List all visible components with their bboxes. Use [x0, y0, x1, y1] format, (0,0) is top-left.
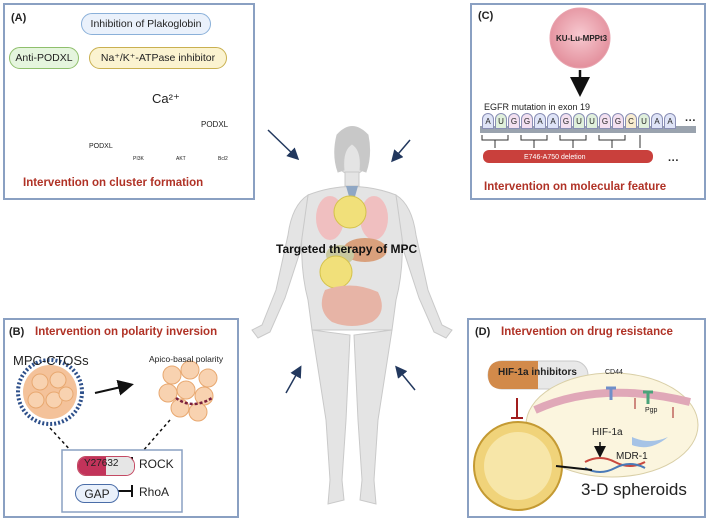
arrow-from-a — [267, 129, 300, 161]
nucleotide: G — [560, 113, 572, 129]
nucleotide: A — [664, 113, 676, 129]
nucleotide: G — [521, 113, 533, 129]
inhibitor-label: Y27632 — [84, 458, 119, 469]
panel-c-title: Intervention on molecular feature — [484, 181, 667, 193]
nucleotide: A — [482, 113, 494, 129]
ctos-label: MPC-CTOSs — [13, 353, 89, 368]
rock-label: ROCK — [139, 457, 174, 471]
deletion-brackets — [481, 135, 641, 148]
deletion-label: E746-A750 deletion — [524, 154, 586, 161]
ctos-sphere-graphic — [16, 358, 84, 426]
panel-d-title: Intervention on drug resistance — [501, 326, 673, 338]
hif-label: HIF-1a — [592, 427, 623, 438]
pathway-akt: AKT — [176, 156, 186, 162]
cd44-label: CD44 — [605, 369, 623, 376]
deletion-bar — [483, 150, 653, 163]
nucleotide: C — [625, 113, 637, 129]
panel-c: (C) KU-Lu-MPPt3 EGFR mutation in exon 19… — [470, 3, 706, 200]
ellipsis-bottom: ··· — [668, 155, 679, 167]
ku-lu-cell-graphic — [549, 7, 611, 69]
panel-b: (B) Intervention on polarity inversion M… — [3, 318, 239, 518]
center-title: Targeted therapy of MPC — [276, 242, 418, 256]
nucleotide: G — [612, 113, 624, 129]
panel-a-title: Intervention on cluster formation — [23, 177, 204, 189]
polarity-label: Apico-basal polarity — [149, 354, 224, 364]
pathway-pi3k: PI3K — [133, 156, 144, 162]
panel-b-label: (B) — [9, 326, 25, 338]
panel-c-label: (C) — [478, 10, 494, 22]
nucleotide: G — [508, 113, 520, 129]
panel-d-label: (D) — [475, 326, 491, 338]
pill-anti-podxl: Anti-PODXL — [9, 47, 79, 69]
nucleotide: A — [534, 113, 546, 129]
pathway-bcl2: Bcl2 — [218, 156, 228, 162]
nucleotide: U — [573, 113, 585, 129]
gap-pill: GAP — [75, 484, 119, 503]
panel-a-label: (A) — [11, 12, 27, 24]
rhoa-label: RhoA — [139, 485, 170, 499]
spheroids-label: 3-D spheroids — [581, 480, 687, 499]
nucleotide-sequence: A U G G A A G U U G G C U A A — [482, 113, 676, 129]
nucleotide: G — [599, 113, 611, 129]
panel-a: (A) Inhibition of Plakoglobin Anti-PODXL… — [3, 3, 255, 200]
pgp-label: Pgp — [645, 407, 658, 414]
panel-d: (D) Intervention on drug resistance HIF-… — [467, 318, 706, 518]
calcium-label: Ca²⁺ — [152, 91, 180, 106]
nucleotide: U — [638, 113, 650, 129]
dna-strand-bar — [480, 126, 696, 133]
panel-b-title: Intervention on polarity inversion — [35, 326, 218, 338]
arrow-from-c — [391, 139, 411, 163]
cell-line-label: KU-Lu-MPPt3 — [556, 34, 608, 43]
nucleotide: U — [495, 113, 507, 129]
hif-inhibitor-label: HIF-1a inhibitors — [498, 367, 577, 378]
nucleotide: U — [586, 113, 598, 129]
arrow-from-d — [395, 365, 416, 391]
podxl-label-right: PODXL — [201, 120, 229, 129]
mutation-label: EGFR mutation in exon 19 — [484, 102, 591, 112]
body-organs — [316, 186, 388, 326]
nucleotide: A — [651, 113, 663, 129]
polarity-cluster-graphic — [158, 360, 218, 422]
inhibitor-pill — [77, 456, 135, 476]
mdr-label: MDR-1 — [616, 451, 648, 462]
arrow-from-b — [285, 365, 302, 394]
podxl-label-left: PODXL — [89, 143, 113, 150]
nucleotide: A — [547, 113, 559, 129]
ellipsis-top: ··· — [685, 115, 696, 127]
pill-plakoglobin: Inhibition of Plakoglobin — [81, 13, 211, 35]
pill-atpase-inhibitor: Na⁺/K⁺-ATPase inhibitor — [89, 47, 227, 69]
